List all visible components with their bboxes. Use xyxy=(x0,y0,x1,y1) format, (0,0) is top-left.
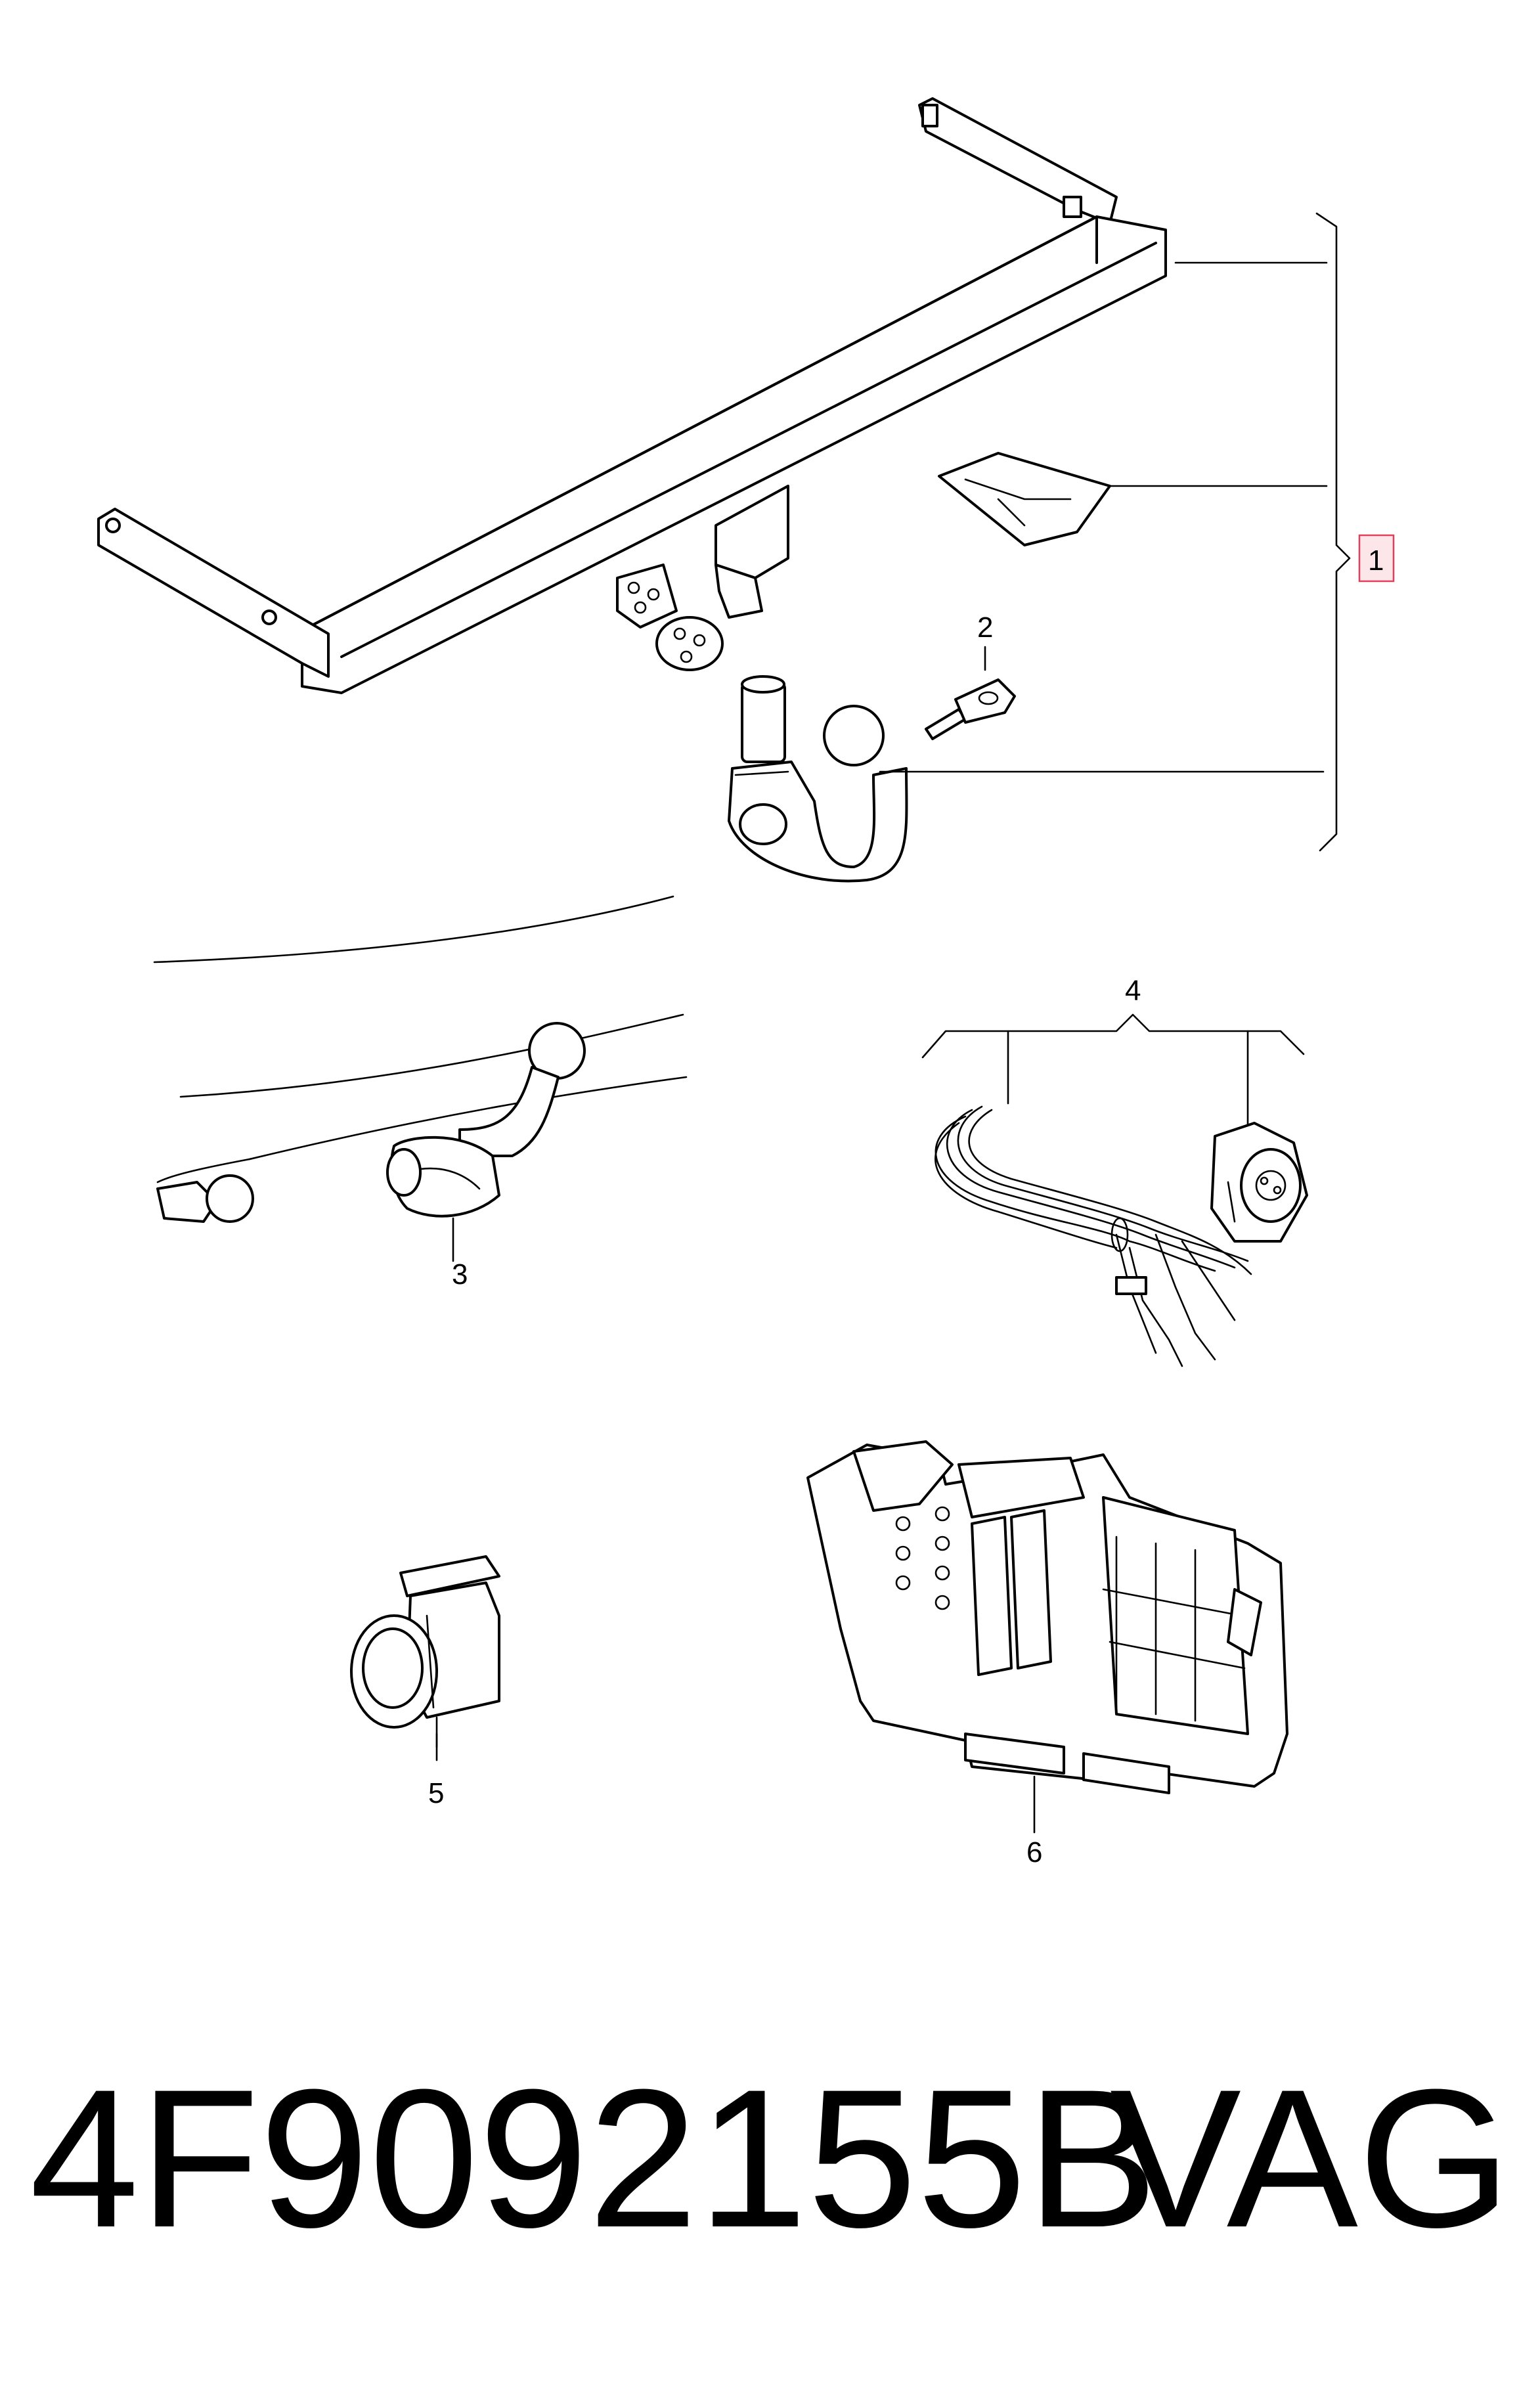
lock-key xyxy=(925,646,1016,740)
callout-2-label: 2 xyxy=(977,611,993,644)
installed-view xyxy=(153,895,688,1262)
control-unit-block xyxy=(806,1440,1288,1834)
fitting-kit-bag xyxy=(938,452,1111,546)
wiring-harness xyxy=(921,1013,1305,1367)
detachable-ball-neck xyxy=(728,675,908,883)
socket-housing xyxy=(350,1555,500,1761)
callout-1-highlight-box xyxy=(1358,534,1395,583)
callout-6-label: 6 xyxy=(1026,1836,1042,1868)
towbar-crossmember xyxy=(97,97,1167,694)
callout-4-label: 4 xyxy=(1125,975,1141,1007)
callout-1-label: 1 xyxy=(1368,544,1384,577)
callout-1-bracket xyxy=(879,212,1351,852)
trailer-socket-13pin xyxy=(1210,1122,1308,1243)
part-number: 4F9092155B xyxy=(30,2048,1158,2268)
callout-3-label: 3 xyxy=(452,1258,468,1291)
brand-name: VAG xyxy=(1110,2048,1511,2268)
callout-5-label: 5 xyxy=(428,1777,444,1809)
